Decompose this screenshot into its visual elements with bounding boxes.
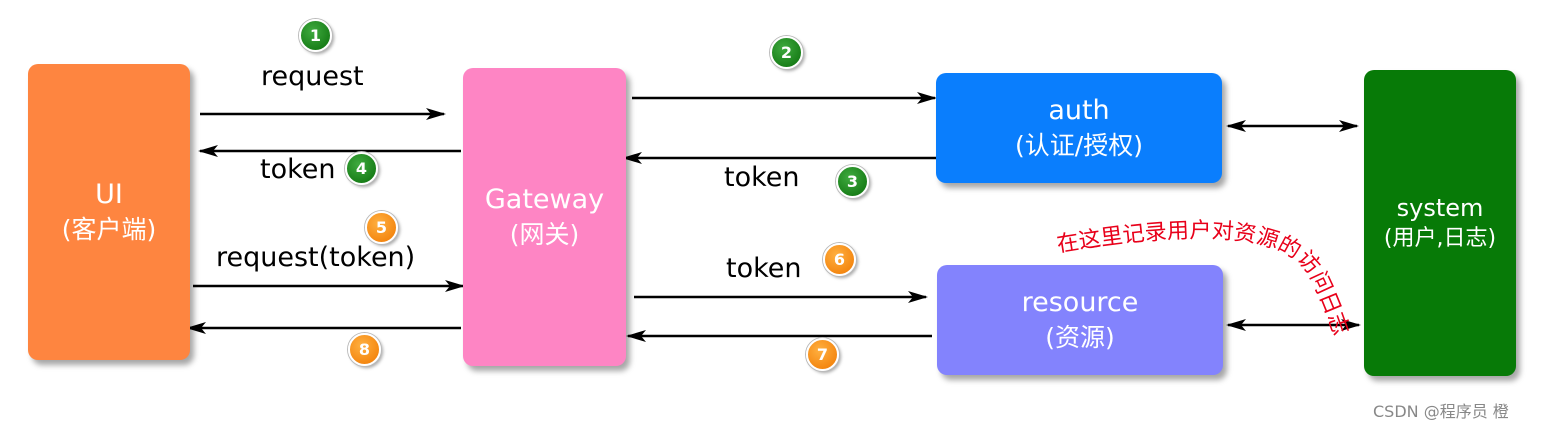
label-token-to-resource: token bbox=[726, 253, 802, 284]
resource-subtitle: (资源) bbox=[1045, 323, 1115, 353]
auth-box: auth (认证/授权) bbox=[936, 73, 1222, 183]
label-request: request bbox=[261, 61, 364, 92]
auth-subtitle: (认证/授权) bbox=[1015, 131, 1143, 161]
step-badge-6: 6 bbox=[823, 243, 856, 276]
system-subtitle: (用户,日志) bbox=[1383, 226, 1497, 252]
label-token-to-ui: token bbox=[260, 154, 336, 185]
step-badge-5: 5 bbox=[365, 211, 398, 244]
annotation-text: 在这里记录用户对资源的访问日志 bbox=[1055, 219, 1353, 339]
auth-title: auth bbox=[1048, 94, 1110, 126]
svg-text:在这里记录用户对资源的访问日志: 在这里记录用户对资源的访问日志 bbox=[1055, 219, 1353, 339]
label-token-from-auth: token bbox=[724, 162, 800, 193]
step-badge-8: 8 bbox=[348, 333, 381, 366]
step-badge-3: 3 bbox=[836, 165, 869, 198]
label-request-with-token: request(token) bbox=[216, 242, 416, 273]
step-badge-4: 4 bbox=[345, 152, 378, 185]
gateway-title: Gateway bbox=[484, 183, 605, 215]
resource-title: resource bbox=[1021, 286, 1139, 318]
step-badge-2: 2 bbox=[770, 36, 803, 69]
gateway-subtitle: (网关) bbox=[509, 220, 580, 250]
ui-title: UI bbox=[95, 178, 123, 210]
watermark: CSDN @程序员 橙 bbox=[1373, 402, 1509, 421]
system-title: system bbox=[1396, 193, 1484, 222]
ui-subtitle: (客户端) bbox=[61, 215, 157, 245]
step-badge-1: 1 bbox=[299, 19, 332, 52]
system-box: system (用户,日志) bbox=[1364, 70, 1516, 376]
ui-client-box: UI (客户端) bbox=[28, 64, 190, 360]
gateway-box: Gateway (网关) bbox=[463, 68, 626, 366]
step-badge-7: 7 bbox=[806, 338, 839, 371]
resource-box: resource (资源) bbox=[937, 265, 1223, 375]
